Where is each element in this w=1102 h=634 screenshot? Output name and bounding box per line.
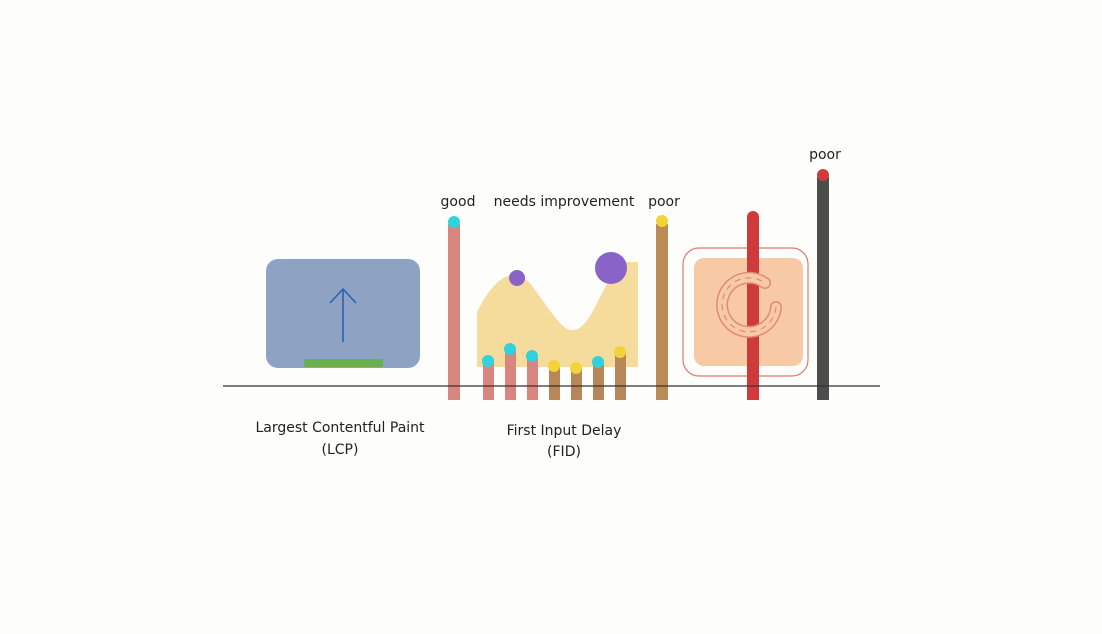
wave-dot-large: [595, 252, 627, 284]
fid-bar-dot: [526, 350, 538, 362]
caption-lcp-title: Largest Contentful Paint: [255, 420, 425, 436]
fid-bar-dot: [592, 356, 604, 368]
fid-bar-dot: [570, 362, 582, 374]
fid-bar-dot: [504, 343, 516, 355]
dark-threshold-dot: [817, 169, 829, 181]
label-poor-top: poor: [809, 147, 841, 163]
caption-lcp-abbr: (LCP): [322, 442, 359, 458]
fid-bar: [593, 363, 604, 400]
loading-c-icon: [716, 271, 782, 338]
fid-bar: [571, 369, 582, 400]
fid-bar: [615, 354, 626, 400]
cls-outline: [682, 247, 809, 377]
poor-threshold-bar: [656, 224, 668, 400]
fid-wave-area: [477, 262, 638, 367]
poor-threshold-dot: [656, 215, 668, 227]
wave-dot-small: [509, 270, 525, 286]
dark-threshold-bar: [817, 177, 829, 400]
good-threshold-bar: [448, 224, 460, 400]
fid-bar: [505, 350, 516, 400]
caption-fid-abbr: (FID): [547, 444, 581, 460]
label-needs-improvement: needs improvement: [494, 194, 635, 210]
label-poor: poor: [648, 194, 680, 210]
fid-bar: [549, 367, 560, 400]
red-threshold-bar: [747, 218, 759, 400]
fid-bar-dot: [614, 346, 626, 358]
good-threshold-dot: [448, 216, 460, 228]
fid-bar: [483, 362, 494, 400]
caption-fid-title: First Input Delay: [507, 423, 622, 439]
label-good: good: [441, 194, 476, 210]
fid-bar: [527, 358, 538, 400]
arrow-up-icon: [329, 287, 357, 342]
fid-bar-dot: [548, 360, 560, 372]
fid-bar-dot: [482, 355, 494, 367]
lcp-content-bar: [304, 359, 383, 367]
red-threshold-dot: [747, 211, 759, 223]
